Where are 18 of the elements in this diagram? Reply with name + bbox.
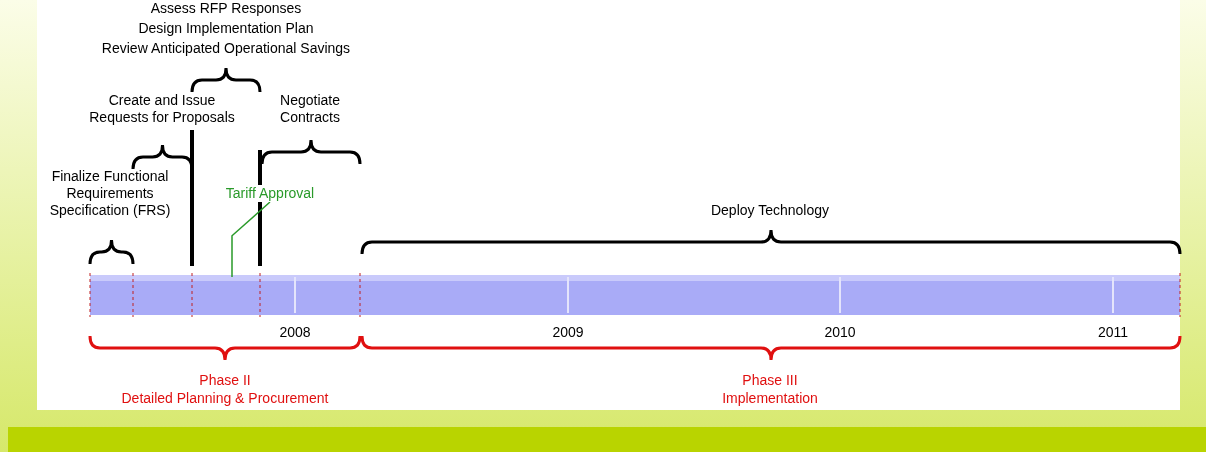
step-label: Review Anticipated Operational Savings xyxy=(100,40,352,57)
step-label: Negotiate Contracts xyxy=(279,92,341,126)
step-label: Finalize Functional Requirements Specification (FRS) xyxy=(48,168,172,219)
phase-label: Detailed Planning & Procurement xyxy=(120,390,330,407)
year-label: 2011 xyxy=(1096,324,1130,341)
step-label: Assess RFP Responses xyxy=(149,0,303,17)
phase-label: Implementation xyxy=(721,390,819,407)
phase-label: Phase III xyxy=(741,372,799,389)
year-label: 2008 xyxy=(278,324,312,341)
step-label: Deploy Technology xyxy=(709,202,830,219)
step-label: Design Implementation Plan xyxy=(137,20,315,37)
phase-label: Phase II xyxy=(198,372,252,389)
step-label: Create and Issue Requests for Proposals xyxy=(88,92,236,126)
leader-line xyxy=(231,201,271,278)
year-label: 2010 xyxy=(823,324,857,341)
year-label: 2009 xyxy=(551,324,585,341)
milestone-label: Tariff Approval xyxy=(225,185,315,202)
timeline-bar xyxy=(89,272,1181,318)
